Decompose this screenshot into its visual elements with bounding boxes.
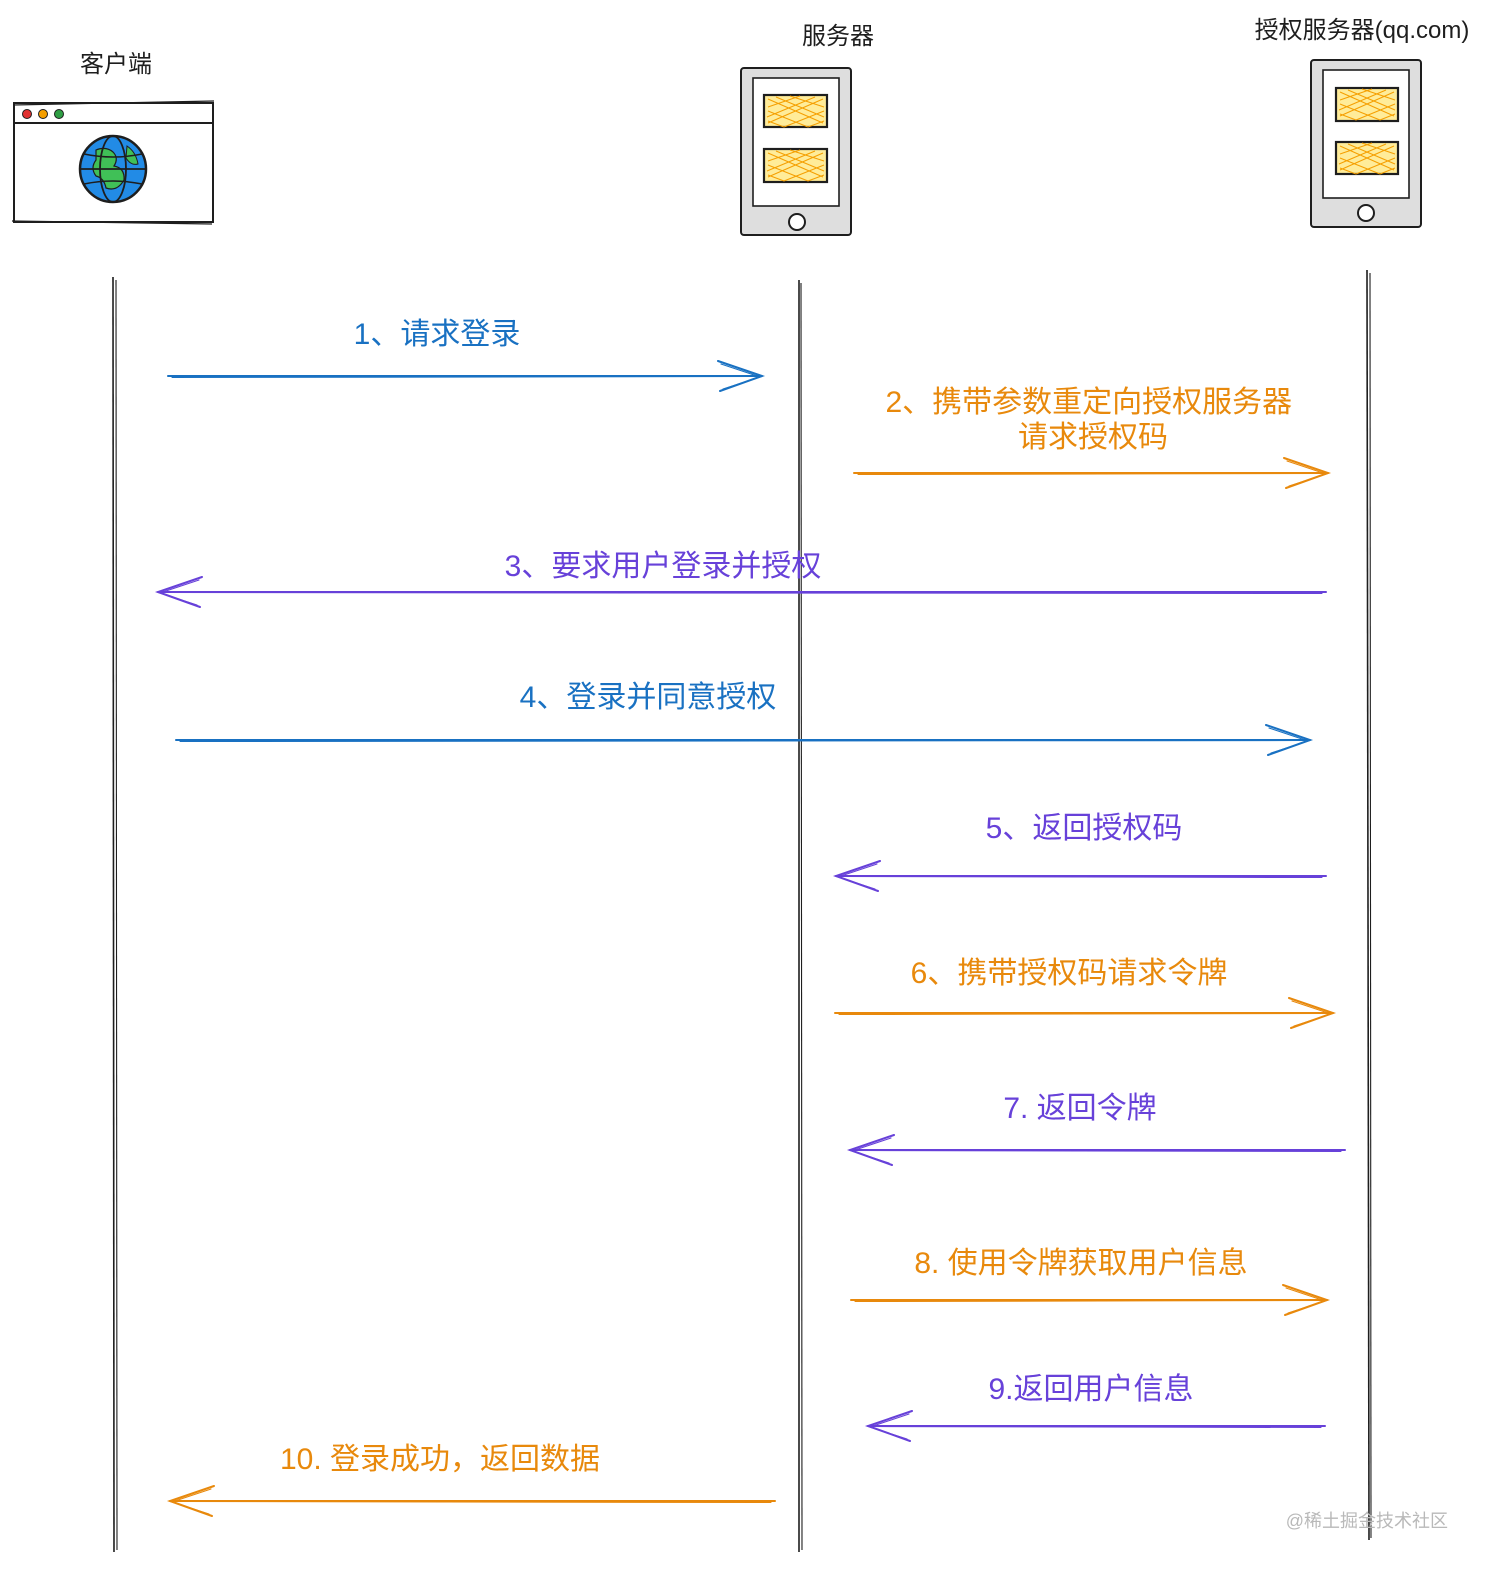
message-6: 6、携带授权码请求令牌 [834,957,1337,1029]
arrow-shaft-sketch [855,1149,1342,1153]
lifeline-auth-server [1366,269,1372,1541]
arrow-shaft-sketch [873,1425,1322,1429]
message-arrow-2 [853,457,1332,489]
tablet-server-icon [740,67,852,236]
actor-label-auth-server: 授权服务器(qq.com) [1255,17,1470,44]
message-label-10: 10. 登录成功，返回数据 [280,1443,600,1476]
message-arrow-3 [154,576,1327,608]
lifeline-client [112,276,118,1553]
browser-globe-icon [11,100,215,225]
arrow-shaft-sketch [171,375,757,379]
arrow-shaft-sketch [857,472,1323,476]
messages: 1、请求登录 2、携带参数重定向授权服务器 请求授权码 3、要求用户登录并授权 … [154,318,1346,1517]
arrow-shaft-sketch [841,875,1323,879]
message-7: 7. 返回令牌 [846,1092,1346,1166]
arrow-head-sketch [158,579,200,606]
tablet-server-icon [1310,59,1422,228]
arrow-head-sketch [836,863,878,890]
message-label-6: 6、携带授权码请求令牌 [911,957,1228,990]
message-5: 5、返回授权码 [832,812,1327,892]
message-arrow-1 [167,360,766,392]
message-label-5: 5、返回授权码 [986,812,1183,845]
arrow-shaft-sketch [179,739,1305,743]
message-4: 4、登录并同意授权 [175,681,1314,756]
actor-label-client: 客户端 [80,51,152,78]
message-arrow-7 [846,1134,1346,1166]
message-label-7: 7. 返回令牌 [1003,1092,1156,1125]
message-label-8: 8. 使用令牌获取用户信息 [914,1247,1247,1280]
lifeline-server [798,280,803,1552]
arrow-shaft-sketch [854,1299,1322,1303]
message-arrow-6 [834,997,1337,1029]
arrow-head-sketch [1286,460,1328,487]
message-2: 2、携带参数重定向授权服务器 请求授权码 [853,386,1332,489]
message-label-3: 3、要求用户登录并授权 [505,550,822,583]
actor-label-server: 服务器 [802,23,874,50]
arrow-head-sketch [1268,727,1310,754]
message-10: 10. 登录成功，返回数据 [166,1443,776,1517]
message-arrow-5 [832,860,1327,892]
message-arrow-9 [864,1410,1326,1442]
lifelines [112,269,1372,1553]
message-9: 9.返回用户信息 [864,1373,1326,1442]
arrow-head-sketch [1285,1287,1327,1314]
arrow-head-sketch [170,1488,212,1515]
message-arrow-4 [175,724,1314,756]
message-label-1: 1、请求登录 [354,318,521,351]
message-1: 1、请求登录 [167,318,766,392]
message-8: 8. 使用令牌获取用户信息 [850,1247,1331,1316]
arrow-head-sketch [850,1137,892,1164]
arrow-head-sketch [1291,1000,1333,1027]
arrow-shaft-sketch [163,591,1323,595]
actor-client: 客户端 [11,51,215,225]
arrow-head-sketch [720,363,762,390]
message-label-9: 9.返回用户信息 [988,1373,1193,1406]
message-label-2: 2、携带参数重定向授权服务器 请求授权码 [885,386,1300,454]
actor-auth-server: 授权服务器(qq.com) [1255,17,1470,228]
watermark: @稀土掘金技术社区 [1286,1511,1448,1531]
message-label-4: 4、登录并同意授权 [520,681,777,714]
message-arrow-10 [166,1485,776,1517]
arrow-head-sketch [868,1413,910,1440]
actor-server: 服务器 [740,23,874,236]
message-3: 3、要求用户登录并授权 [154,550,1327,608]
arrow-shaft-sketch [838,1012,1328,1016]
arrow-shaft-sketch [175,1500,772,1504]
message-arrow-8 [850,1284,1331,1316]
